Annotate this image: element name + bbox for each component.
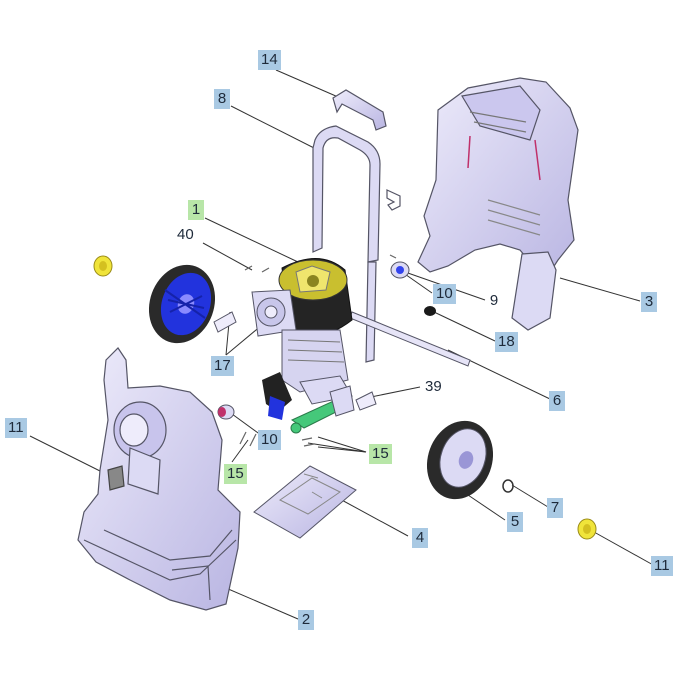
callout-3: 3 <box>641 292 657 312</box>
callout-4: 4 <box>412 528 428 548</box>
cap-left <box>93 255 113 277</box>
callout-9: 9 <box>489 292 499 309</box>
callout-8: 8 <box>214 89 230 109</box>
leader-40 <box>202 242 253 271</box>
callout-2: 2 <box>298 610 314 630</box>
leader-7 <box>511 484 549 508</box>
callout-5: 5 <box>507 512 523 532</box>
frame-tube <box>312 125 401 363</box>
leader-39 <box>365 386 421 399</box>
callout-10-upper: 10 <box>433 284 456 304</box>
callout-40: 40 <box>177 226 194 243</box>
callout-18: 17 <box>211 356 234 376</box>
leader-3 <box>559 277 641 302</box>
leader-11 <box>593 531 656 567</box>
leader-1 <box>204 217 299 263</box>
leader-5 <box>467 494 506 521</box>
callout-15-right: 15 <box>369 444 392 464</box>
rear-housing <box>417 77 579 331</box>
bushing-upper <box>390 261 410 279</box>
handle-grip <box>332 89 387 131</box>
callout-11: 11 <box>651 556 673 576</box>
small-fasteners <box>244 254 397 273</box>
leader-15a <box>231 439 249 463</box>
screws <box>239 431 315 447</box>
right-wheel <box>426 420 494 500</box>
callout-15-left: 15 <box>224 464 247 484</box>
leader-18b <box>225 324 263 356</box>
leader-14 <box>275 69 346 101</box>
cap-right <box>577 518 597 540</box>
callout-10-lower: 10 <box>258 430 281 450</box>
callout-17: 18 <box>495 332 518 352</box>
leader-8 <box>230 105 319 151</box>
callout-13: 11 <box>5 418 27 438</box>
gasket-plates <box>213 311 377 411</box>
clip-ring <box>502 479 514 493</box>
leader-13 <box>29 435 111 477</box>
callout-39: 39 <box>425 378 442 395</box>
motor-pump-unit <box>251 258 355 434</box>
callout-6: 6 <box>549 391 565 411</box>
callout-14: 14 <box>258 50 281 70</box>
leader-4 <box>337 497 409 537</box>
leader-17 <box>433 311 496 342</box>
leader-15b-3 <box>317 446 367 453</box>
left-wheel <box>148 264 216 344</box>
base-plate <box>253 465 357 539</box>
callout-7: 7 <box>547 498 563 518</box>
callout-1: 1 <box>188 200 204 220</box>
plug-black <box>424 306 436 316</box>
leader-15b-1 <box>317 436 367 453</box>
bushing-lower <box>217 404 235 420</box>
front-housing <box>77 347 241 611</box>
